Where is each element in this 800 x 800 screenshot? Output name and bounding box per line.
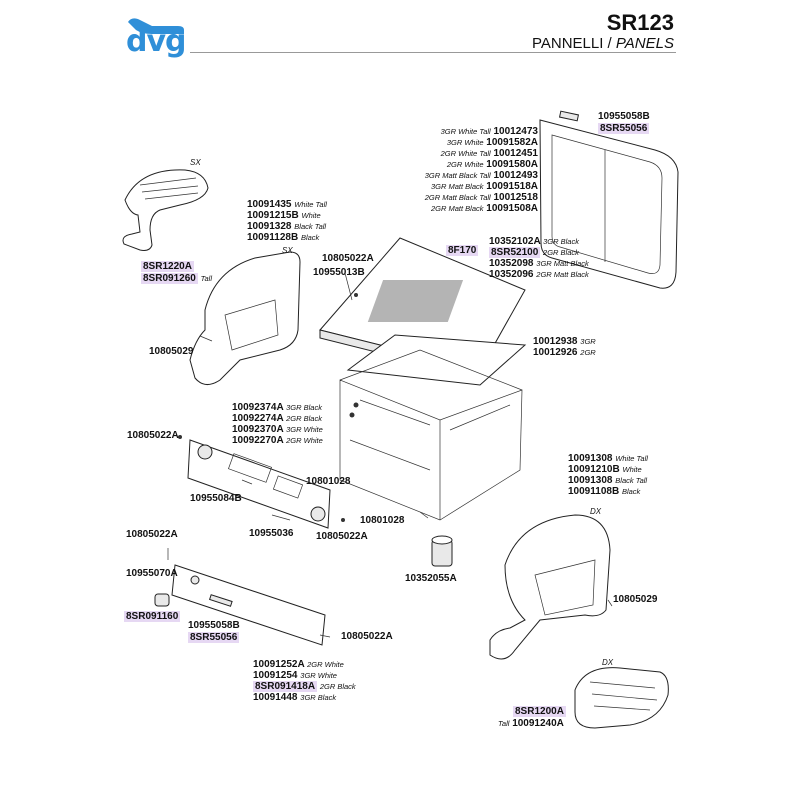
chassis-frame (339, 349, 523, 521)
left-side-panel (189, 251, 301, 385)
part-label: 8SR55056 (598, 123, 650, 134)
lower-front-panel (154, 564, 326, 646)
part-label: 10805022A (341, 631, 393, 642)
foot (431, 535, 453, 567)
part-label: Tall 10091240A (498, 718, 564, 729)
back-panel (539, 110, 679, 289)
part-label-group: 10012938 3GR 10012926 2GR (533, 336, 596, 358)
part-label: 10352055A (405, 573, 457, 584)
part-label: 8F170 (446, 245, 479, 256)
part-label-group: 10091435 White Tall 10091215B White 1009… (247, 199, 327, 243)
part-label: 8SR1200A (513, 706, 566, 717)
part-label: 8SR091160 (124, 611, 181, 622)
part-label: 10955013B (313, 267, 365, 278)
part-label: 10955058B (188, 620, 240, 631)
part-label: 10955058B (598, 111, 650, 122)
side-label-sx: SX (282, 246, 293, 255)
screws (167, 272, 613, 638)
part-label: 10805022A (316, 531, 368, 542)
part-label: 8SR091260 Tall (141, 273, 213, 284)
page-title: PANNELLI / PANELS (531, 35, 674, 52)
side-label-dx: DX (590, 507, 602, 516)
part-label: 10805022A (322, 253, 374, 264)
side-label-dx: DX (602, 658, 614, 667)
part-label: 10955070A (126, 568, 178, 579)
model-code: SR123 (606, 10, 674, 35)
part-label: 8SR1220A (141, 261, 194, 272)
part-label: 10805029 (149, 346, 194, 357)
right-handle (574, 667, 669, 729)
right-side-panel (489, 514, 611, 660)
part-label-group: 10092374A 3GR Black 10092274A 2GR Black … (232, 402, 323, 446)
side-label-sx: SX (190, 158, 201, 167)
brand-logo-text: dvg (126, 24, 187, 59)
part-label-group: 10091252A 2GR White 10091254 3GR White 8… (253, 659, 356, 703)
part-label-group: 3GR White Tall 10012473 3GR White 100915… (424, 126, 538, 214)
part-label-group: 10352102A 3GR Black 8SR52100 2GR Black 1… (489, 236, 589, 280)
part-label: 10801028 (306, 476, 351, 487)
part-label-group: 10091308 White Tall 10091210B White 1009… (568, 453, 648, 497)
part-label: 10805029 (613, 594, 658, 605)
left-handle (122, 169, 209, 251)
part-label: 10805022A (126, 529, 178, 540)
lower-plate (346, 334, 527, 386)
part-label: 10955036 (249, 528, 294, 539)
front-control-panel (187, 439, 331, 529)
part-label: 10955084B (190, 493, 242, 504)
part-label: 10805022A (127, 430, 179, 441)
dvg-logo-icon (128, 18, 184, 34)
part-label: 8SR55056 (188, 632, 240, 643)
part-label: 10801028 (360, 515, 405, 526)
header-divider (190, 52, 676, 53)
